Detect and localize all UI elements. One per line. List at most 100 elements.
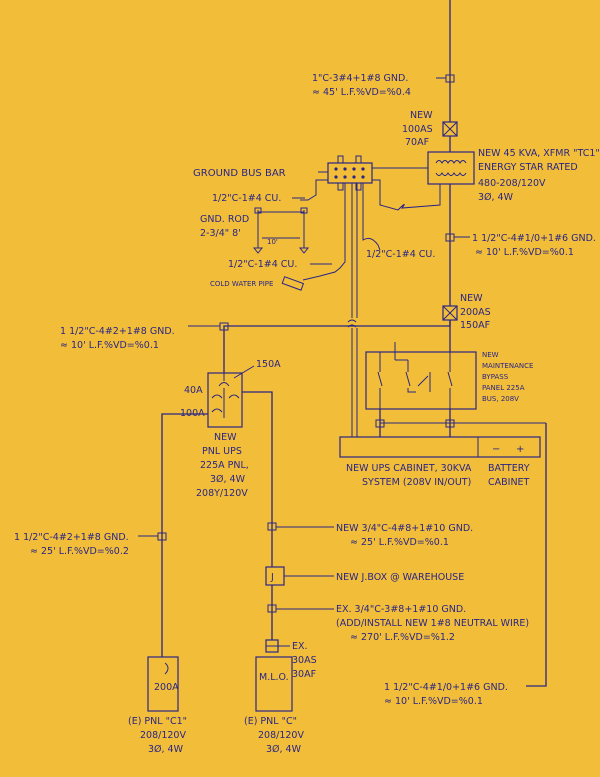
ups-feeder-line1: 1 1/2"C-4#2+1#8 GND. — [60, 326, 175, 337]
existing-feeder-line1: EX. 3/4"C-3#8+1#10 GND. — [336, 604, 466, 615]
ground-rod-line1: GND. ROD — [200, 214, 249, 225]
bus-terminal — [352, 175, 356, 179]
breaker-200as: NEW 200AS 150AF — [442, 293, 491, 352]
ground-bus-bar-label: GROUND BUS BAR — [193, 168, 286, 179]
bus-lug — [337, 155, 344, 164]
ups-feeder-line2: ≈ 10' L.F.%VD=%0.1 — [60, 340, 159, 351]
ground-riser-conductors — [347, 183, 358, 437]
ups-output-line2: ≈ 10' L.F.%VD=%0.1 — [384, 696, 483, 707]
panel-c-ex-line2: 30AS — [292, 655, 317, 666]
ground-cu-label-3: 1/2"C-1#4 CU. — [366, 249, 435, 260]
panel-c: EX. 30AS 30AF M.L.O. (E) PNL "C" 208/120… — [244, 639, 317, 755]
panel-c1-box — [147, 656, 179, 712]
ground-rod-spacing: 10' — [267, 238, 278, 246]
jbox-symbol — [265, 566, 285, 586]
cold-water-pipe-label: COLD WATER PIPE — [210, 280, 273, 288]
ground-conductor — [300, 179, 328, 201]
ups-cabinet-line1b: BATTERY — [488, 463, 530, 474]
service-feeder-line2: ≈ 45' L.F.%VD=%0.4 — [312, 87, 411, 98]
ground-conductor — [372, 179, 441, 211]
breaker-100-line3: 70AF — [405, 137, 429, 148]
leader-line — [233, 365, 255, 379]
ups-output-feeder: 1 1/2"C-4#1/0+1#6 GND. ≈ 10' L.F.%VD=%0.… — [384, 423, 547, 707]
c-feeder-line1: NEW 3/4"C-4#8+1#10 GND. — [336, 523, 473, 534]
main-breaker-symbol — [218, 382, 230, 387]
ups-cabinet-box — [339, 436, 541, 458]
bypass-switch — [377, 371, 383, 387]
ground-rod-tip — [298, 247, 310, 254]
existing-feeder-line3: ≈ 270' L.F.%VD=%1.2 — [350, 632, 455, 643]
breaker-200-line3: 150AF — [460, 320, 490, 331]
crossover — [347, 319, 357, 323]
panel-ups-line5: 208Y/120V — [196, 488, 248, 499]
bus-lug — [355, 182, 362, 191]
battery-plus: + — [516, 444, 524, 455]
bus-terminal — [343, 175, 347, 179]
ground-rod-tip — [252, 247, 264, 254]
cold-water-pipe — [281, 276, 305, 291]
xfmr-secondary-line1: 1 1/2"C-4#1/0+1#6 GND. — [472, 233, 596, 244]
transformer-line4: 3Ø, 4W — [478, 192, 514, 203]
panel-ups-line1: NEW — [214, 432, 237, 443]
breaker-cross — [442, 305, 458, 321]
panel-c1-breaker: 200A — [154, 682, 179, 693]
bypass-switch — [447, 371, 453, 387]
jbox: J NEW J.BOX @ WAREHOUSE EX. 3/4"C-3#8+1#… — [265, 566, 529, 643]
transformer-box — [427, 151, 475, 185]
panel-c-line2: 208/120V — [258, 730, 304, 741]
ups-output-line1: 1 1/2"C-4#1/0+1#6 GND. — [384, 682, 508, 693]
ground-rod-clamp — [300, 207, 308, 214]
ground-conductor — [362, 183, 381, 251]
breaker-40a-symbol — [211, 394, 223, 399]
panel-ups-box — [207, 372, 243, 428]
panel-c-box — [255, 656, 293, 712]
transformer-tc1: NEW 45 KVA, XFMR "TC1" ENERGY STAR RATED… — [427, 148, 600, 203]
bypass-line1: NEW — [482, 351, 499, 359]
breaker-200-line1: NEW — [460, 293, 483, 304]
jbox-label: NEW J.BOX @ WAREHOUSE — [336, 572, 464, 583]
ground-rod-line2: 2-3/4" 8' — [200, 228, 241, 239]
ups-feed-conductor — [223, 320, 451, 373]
bus-terminal — [334, 175, 338, 179]
panel-c-line1: (E) PNL "C" — [244, 716, 297, 727]
ground-bus-bar — [327, 162, 373, 184]
panel-c-line3: 3Ø, 4W — [266, 744, 302, 755]
conductor — [242, 391, 273, 567]
bypass-panel-box — [365, 351, 477, 410]
panel-c-ex-line1: EX. — [292, 641, 308, 652]
bypass-line4: PANEL 225A — [482, 384, 525, 392]
panel-ups-line3: 225A PNL, — [200, 460, 249, 471]
breaker-cross — [442, 121, 458, 137]
breaker-symbol — [228, 394, 240, 399]
bypass-switch — [405, 371, 411, 387]
service-feeder: 1"C-3#4+1#8 GND. ≈ 45' L.F.%VD=%0.4 — [312, 0, 455, 122]
panel-c1-line3: 3Ø, 4W — [148, 744, 184, 755]
transformer-primary-coil — [435, 160, 467, 164]
c1-feeder-line1: 1 1/2"C-4#2+1#8 GND. — [14, 532, 129, 543]
c1-feeder-line2: ≈ 25' L.F.%VD=%0.2 — [30, 546, 129, 557]
ground-conductor — [302, 183, 346, 281]
breaker-40a-label: 40A — [184, 385, 203, 396]
bus-lug — [337, 182, 344, 191]
breaker-100as: NEW 100AS 70AF — [402, 110, 458, 152]
battery-minus: − — [492, 444, 500, 455]
bypass-line5: BUS, 208V — [482, 395, 519, 403]
bus-terminal — [352, 167, 356, 171]
ground-rod-clamp — [254, 207, 262, 214]
breaker-100-line2: 100AS — [402, 124, 433, 135]
main-breaker-label: 150A — [256, 359, 281, 370]
ups-feeder: 1 1/2"C-4#2+1#8 GND. ≈ 10' L.F.%VD=%0.1 — [60, 320, 451, 373]
transformer-secondary-coil — [435, 172, 467, 176]
jbox-letter: J — [270, 572, 274, 583]
xfmr-secondary-feeder: 1 1/2"C-4#1/0+1#6 GND. ≈ 10' L.F.%VD=%0.… — [445, 184, 596, 306]
service-feeder-line1: 1"C-3#4+1#8 GND. — [312, 73, 408, 84]
maintenance-bypass-panel: NEW MAINTENANCE BYPASS PANEL 225A BUS, 2… — [365, 342, 533, 420]
bypass-switch — [417, 375, 429, 387]
conductor — [526, 423, 547, 687]
panel-c-ex-line3: 30AF — [292, 669, 316, 680]
ground-cu-label-1: 1/2"C-1#4 CU. — [212, 193, 281, 204]
ups-output-to-jbox: NEW 3/4"C-4#8+1#10 GND. ≈ 25' L.F.%VD=%0… — [242, 391, 473, 567]
ups-cabinet-line2b: CABINET — [488, 477, 530, 488]
existing-feeder-line2: (ADD/INSTALL NEW 1#8 NEUTRAL WIRE) — [336, 618, 529, 629]
